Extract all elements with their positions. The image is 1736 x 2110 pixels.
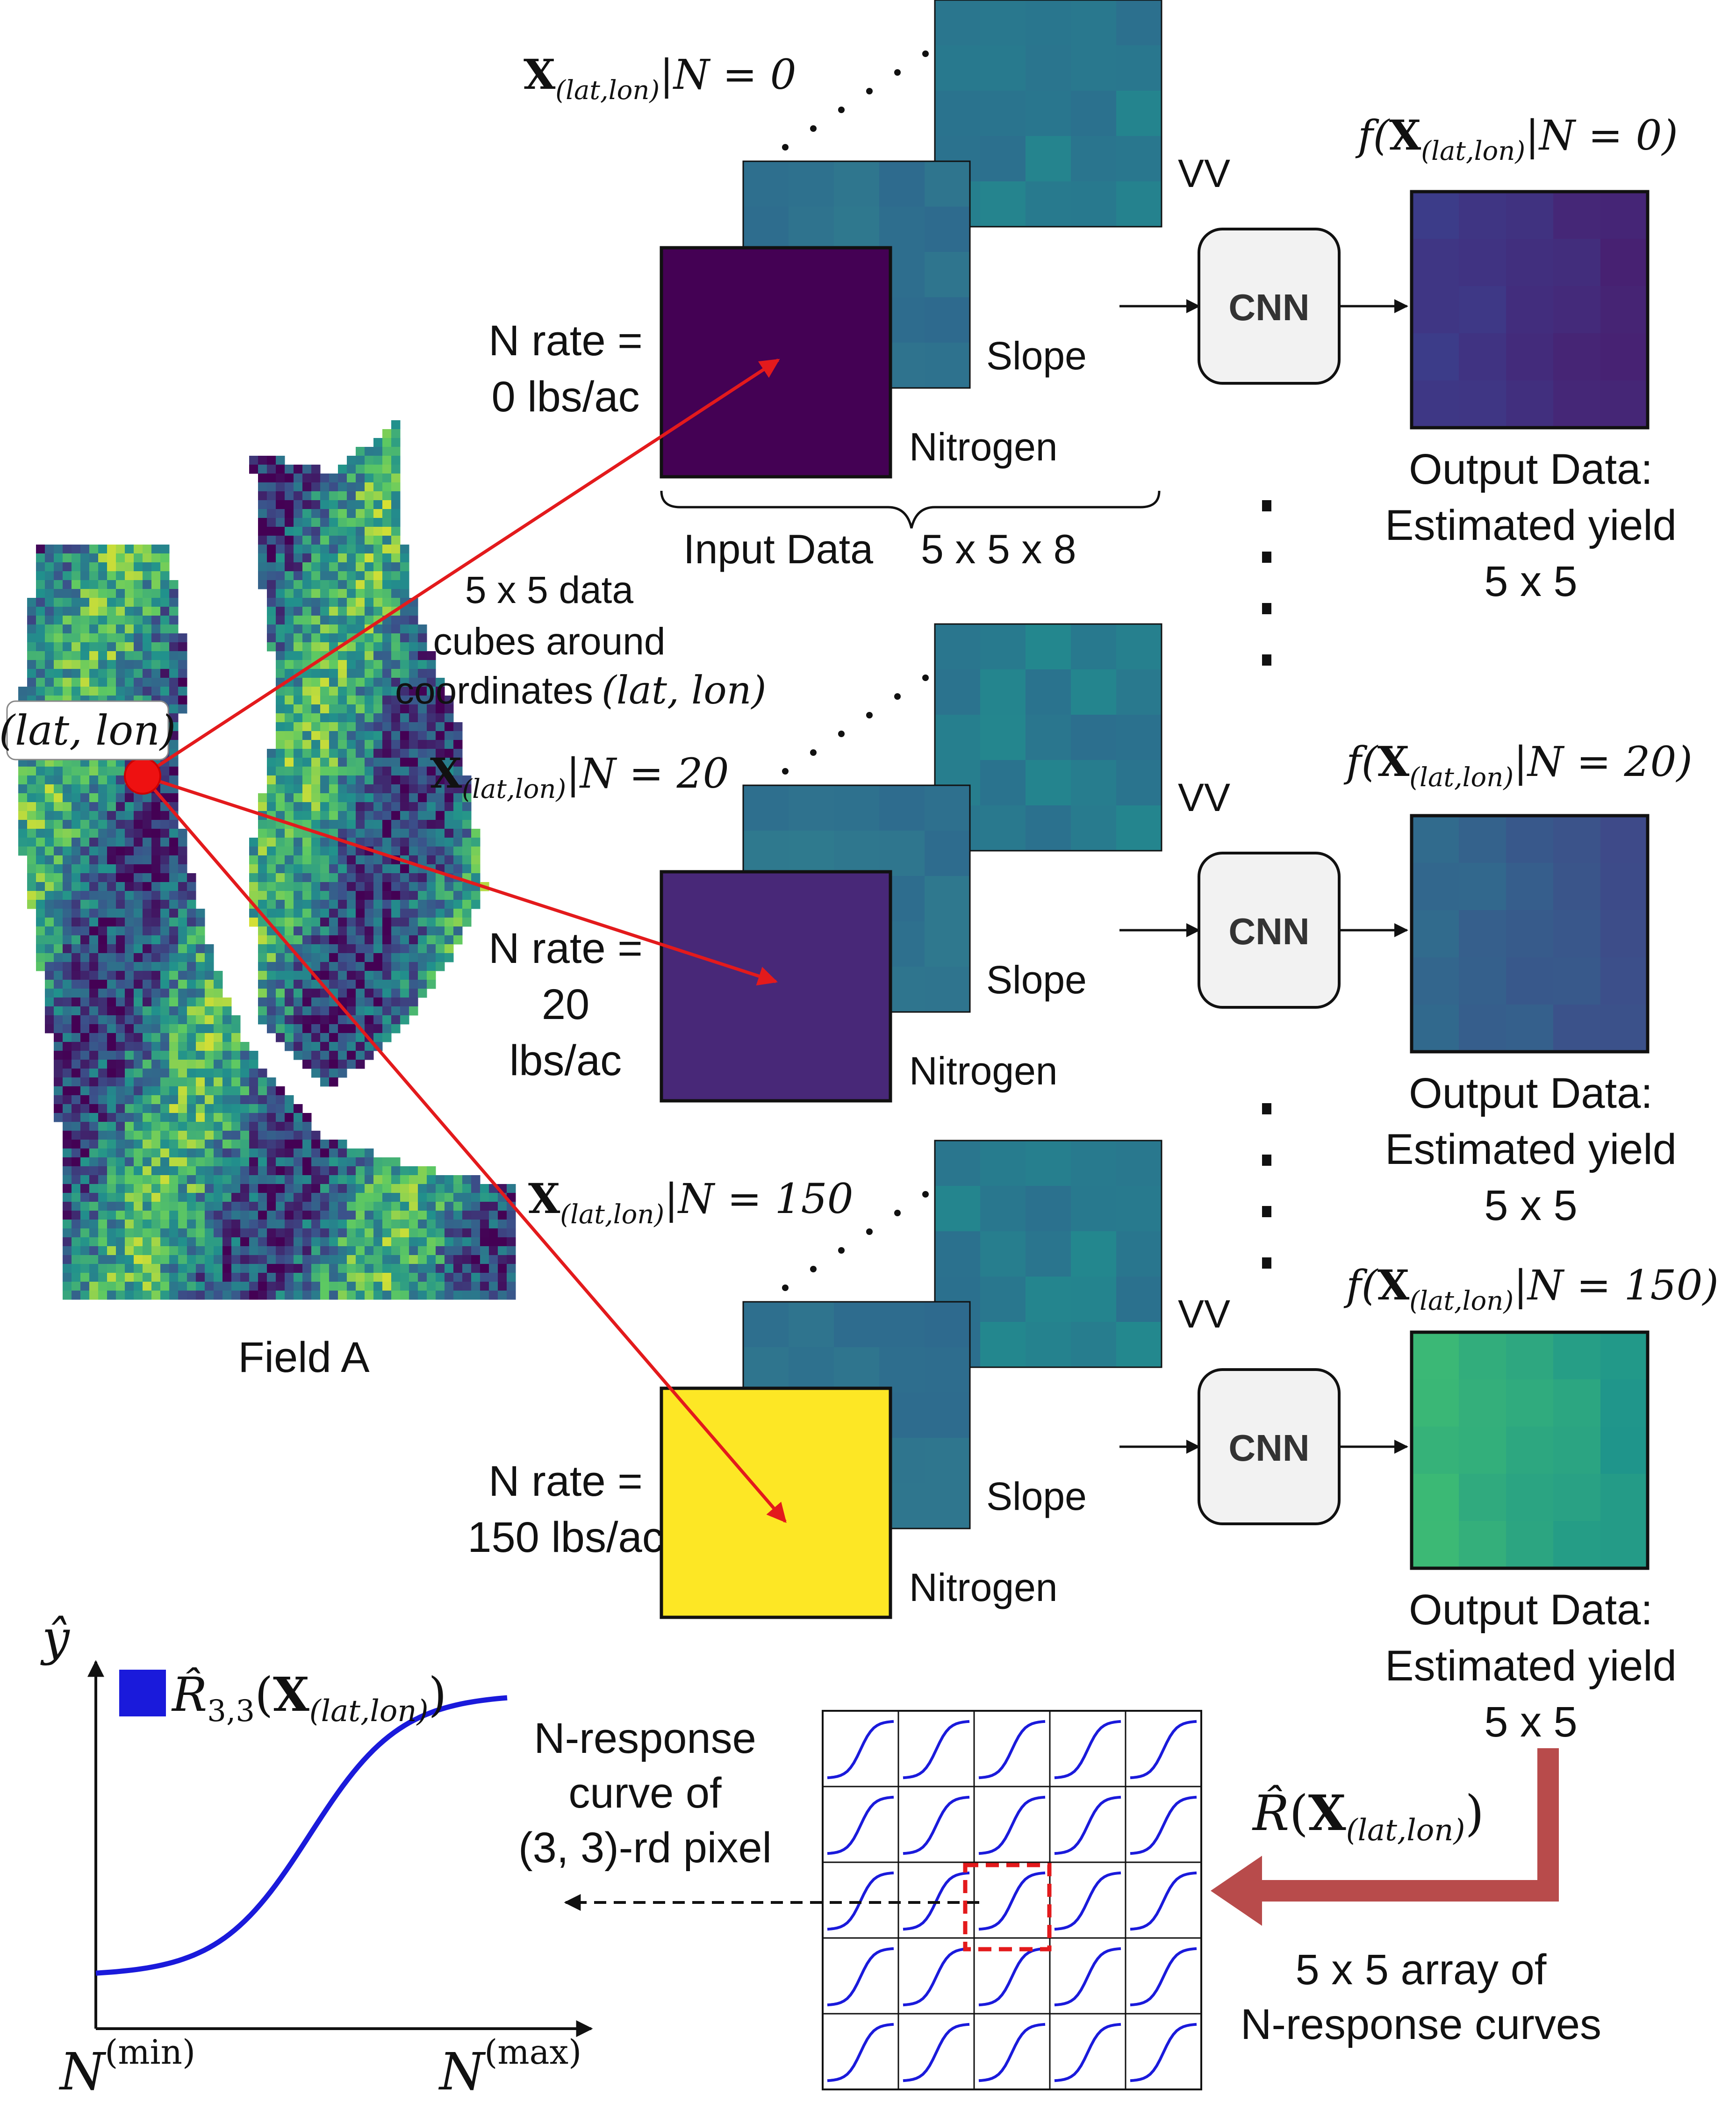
input-label-left: Input Data: [683, 526, 873, 572]
vv-layer: [934, 623, 1162, 852]
array-caption-line-2: N-response curves: [1241, 2001, 1601, 2048]
field-label: Field A: [238, 1334, 370, 1381]
output-caption-line-2: Estimated yield: [1385, 1642, 1677, 1690]
vv-label: VV: [1178, 775, 1230, 819]
output-caption-line-2: Estimated yield: [1385, 1126, 1677, 1173]
nitrogen-label: Nitrogen: [909, 1565, 1058, 1609]
slope-label: Slope: [986, 958, 1087, 1002]
output-formula: f(X(lat,lon)|N = 0): [1355, 111, 1678, 166]
highlight-pixel-box: [963, 1863, 1052, 1952]
vertical-ellipsis: [1262, 500, 1271, 1269]
slope-label: Slope: [986, 334, 1087, 378]
arrow-to-row-3: [141, 775, 787, 1523]
output-caption-line-3: 5 x 5: [1484, 1698, 1577, 1746]
nitrogen-layer: [660, 1386, 892, 1619]
output-yield-grid: [1410, 814, 1650, 1054]
point-label: (lat, lon): [0, 706, 176, 754]
curve-caption-line-3: (3, 3)-rd pixel: [518, 1824, 772, 1872]
input-label-right: 5 x 5 x 8: [921, 526, 1076, 572]
field-point-marker: [124, 757, 161, 795]
sampling-arrows: [141, 359, 787, 1523]
output-yield-grid: [1410, 190, 1650, 430]
output-caption-line-1: Output Data:: [1409, 1586, 1653, 1634]
output-caption-line-3: 5 x 5: [1484, 1182, 1577, 1229]
x-min-label: N(min): [58, 2032, 195, 2102]
plot-response-curve: [95, 1695, 508, 1976]
response-curve-grid: [822, 1710, 1202, 2090]
cnn-label: CNN: [1228, 287, 1309, 328]
output-formula: f(X(lat,lon)|N = 20): [1343, 737, 1693, 793]
input-brace: [660, 490, 1161, 529]
vv-layer: [934, 0, 1162, 228]
n-rate-line-1: N rate =: [488, 1457, 643, 1505]
vv-label: VV: [1178, 151, 1230, 195]
cnn-label: CNN: [1228, 911, 1309, 952]
n-rate-line-2: 20: [542, 981, 589, 1028]
cube-note-line-1: 5 x 5 data: [465, 569, 634, 611]
array-caption-line-1: 5 x 5 array of: [1296, 1946, 1547, 1994]
output-caption-line-1: Output Data:: [1409, 1069, 1653, 1117]
plot-y-label: ŷ: [40, 1609, 70, 1666]
slope-label: Slope: [986, 1474, 1087, 1518]
nitrogen-label: Nitrogen: [909, 1049, 1058, 1093]
output-caption-line-1: Output Data:: [1409, 445, 1653, 493]
curve-caption-line-2: curve of: [568, 1769, 722, 1817]
point-label-box: [6, 700, 169, 761]
legend-label: R̂3,3(X(lat,lon)): [171, 1667, 447, 1729]
vv-label: VV: [1178, 1292, 1230, 1336]
legend-swatch: [119, 1670, 166, 1716]
cnn-label: CNN: [1228, 1427, 1309, 1469]
output-formula: f(X(lat,lon)|N = 150): [1343, 1261, 1719, 1316]
arrow-to-row-1: [142, 359, 780, 777]
cube-note-line-3: coordinates(lat, lon): [395, 668, 767, 713]
n-rate-line-1: N rate =: [488, 925, 643, 972]
nitrogen-layer: [660, 870, 892, 1103]
curve-caption-line-1: N-response: [534, 1715, 756, 1762]
output-yield-grid: [1410, 1330, 1650, 1570]
n-rate-line-3: lbs/ac: [509, 1037, 622, 1084]
thick-response-arrow: [1243, 1748, 1559, 1902]
thick-response-arrow-head: [1211, 1856, 1262, 1926]
output-caption-line-2: Estimated yield: [1385, 502, 1677, 549]
input-formula: X(lat,lon)|N = 0: [524, 50, 796, 106]
nitrogen-label: Nitrogen: [909, 425, 1058, 469]
n-rate-line-2: 0 lbs/ac: [491, 373, 639, 421]
response-label: R̂(X(lat,lon)): [1252, 1784, 1484, 1848]
arrow-to-row-2: [142, 774, 778, 986]
x-max-label: N(max): [438, 2032, 581, 2102]
cube-note-line-2: cubes around: [433, 620, 666, 663]
input-formula: X(lat,lon)|N = 150: [528, 1174, 854, 1230]
n-rate-line-1: N rate =: [488, 317, 643, 365]
field-a-map: [18, 420, 516, 1300]
output-caption-line-3: 5 x 5: [1484, 558, 1577, 605]
cube-note: 5 x 5 data cubes around coordinates(lat,…: [395, 569, 767, 713]
input-formula: X(lat,lon)|N = 20: [430, 749, 729, 804]
vv-layer: [934, 1140, 1162, 1368]
response-plot: ŷ R̂3,3(X(lat,lon)) N(min) N(max): [40, 1609, 593, 2102]
n-rate-line-2: 150 lbs/ac: [467, 1514, 663, 1561]
